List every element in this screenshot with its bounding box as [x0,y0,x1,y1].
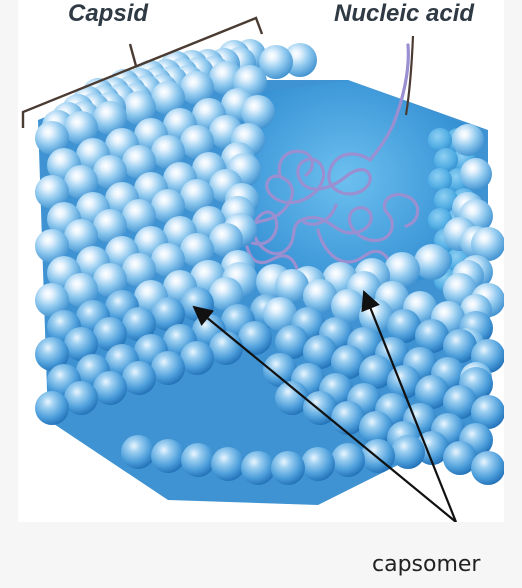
capsomer [122,361,156,395]
capsomer [181,443,215,477]
capsid-bracket-stem [130,44,136,66]
nucleic-acid-label: Nucleic acid [334,0,474,28]
capsomer [301,447,335,481]
capsomer [180,341,214,375]
capsomer [151,439,185,473]
capsomer [471,451,504,485]
capsomer [271,451,305,485]
capsomer [331,443,365,477]
capsomer-label: capsomer [372,552,480,577]
capsomer [209,331,243,365]
capsomer [460,158,492,190]
virus-diagram: Capsid Nucleic acid [18,0,504,522]
capsomer [121,435,155,469]
icosahedral-virus-illustration [18,0,504,522]
capsomer [64,381,98,415]
capsid-label: Capsid [68,0,148,28]
capsomer [211,447,245,481]
capsomer [35,391,69,425]
capsomer [452,124,484,156]
capsomer [241,451,275,485]
capsomer [151,351,185,385]
capsomer [238,321,272,355]
capsomer [93,371,127,405]
capsomer [391,435,425,469]
